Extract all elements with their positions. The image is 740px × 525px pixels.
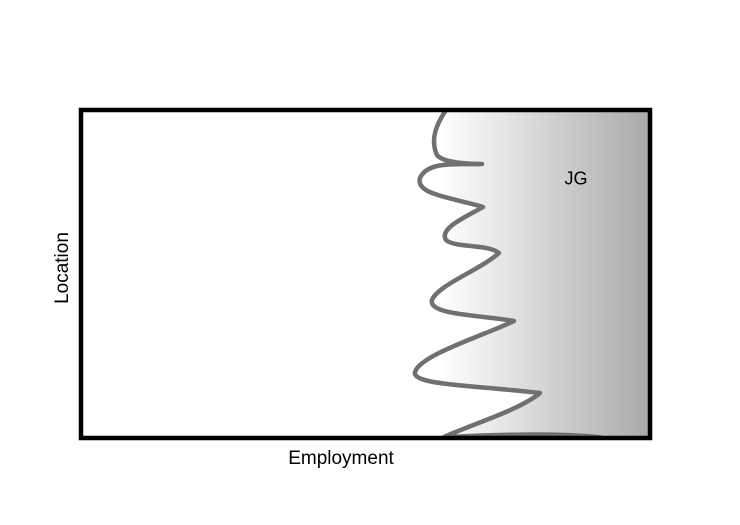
jg-region-label: JG [564,168,588,189]
y-axis-label: Location [52,232,73,304]
x-axis-label: Employment [288,448,394,469]
jg-shaded-region [414,110,650,437]
diagram-frame [78,107,653,441]
wavy-boundary-curve [412,107,543,440]
